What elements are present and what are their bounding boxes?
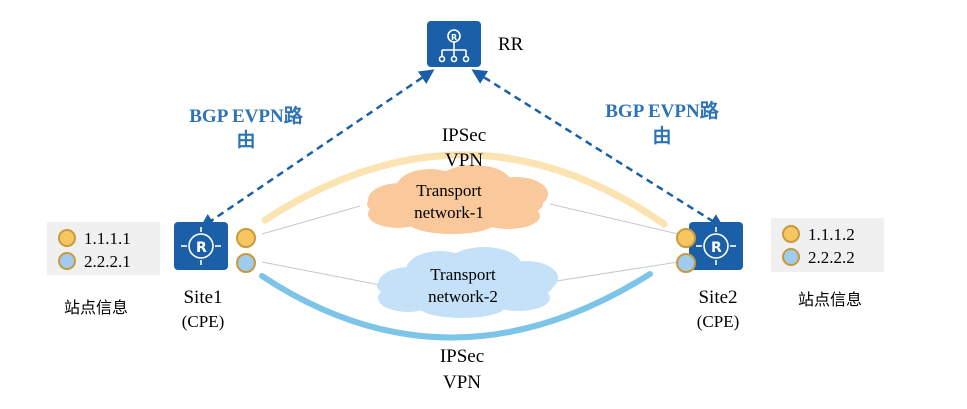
transport-network-2-label-line1: Transport [430, 265, 496, 284]
bgp-evpn-label-right-line1: BGP EVPN路 [605, 99, 719, 122]
site1-role: (CPE) [182, 312, 225, 331]
site1-port-orange[interactable] [236, 228, 256, 248]
site1-port-blue[interactable] [236, 253, 256, 273]
transport-network-2-label-line2: network-2 [428, 287, 498, 306]
site2-orange-address-dot [782, 225, 800, 243]
site2-name: Site2 [698, 287, 737, 308]
site1-name: Site1 [183, 287, 222, 308]
rr-symbol [438, 29, 470, 63]
ipsec-bottom-label-line1: IPSec [440, 346, 484, 367]
site1-address-2: 2.2.2.1 [84, 252, 131, 271]
site2-port-blue[interactable] [676, 253, 696, 273]
site1-info-box: 1.1.1.1 2.2.2.1 [47, 222, 160, 275]
ipsec-top-label-line2: VPN [445, 150, 483, 171]
router-symbol-letter: R [196, 240, 207, 256]
bgp-evpn-label-left-line1: BGP EVPN路 [189, 104, 303, 127]
rr-router[interactable]: R [427, 21, 481, 67]
site2-address-1: 1.1.1.2 [808, 225, 855, 244]
router-symbol [696, 227, 736, 265]
site2-address-2: 2.2.2.2 [808, 248, 855, 267]
transport-network-1-label-line1: Transport [416, 181, 482, 200]
rr-symbol-letter: R [451, 33, 457, 42]
site2-port-orange[interactable] [676, 228, 696, 248]
site1-info-title: 站点信息 [64, 298, 128, 317]
rr-label: RR [498, 34, 524, 55]
bgp-evpn-link-left [199, 69, 435, 229]
bgp-evpn-link-right [471, 69, 725, 229]
bgp-evpn-label-right-line2: 由 [652, 124, 671, 147]
router-symbol [181, 227, 221, 265]
transport-network-2-cloud [377, 247, 558, 318]
site2-blue-address-dot [782, 248, 800, 266]
router-icon [689, 222, 743, 270]
site2-info-title: 站点信息 [798, 290, 862, 309]
site1-orange-address-dot [58, 229, 76, 247]
transport-network-1-label-line2: network-1 [414, 203, 484, 222]
site1-address-1: 1.1.1.1 [84, 229, 131, 248]
router-icon [174, 222, 228, 270]
site2-role: (CPE) [697, 312, 740, 331]
router-symbol-letter: R [711, 240, 722, 256]
ipsec-tunnel-bottom [259, 271, 653, 341]
site2-info-box: 1.1.1.2 2.2.2.2 [771, 218, 884, 272]
site1-router[interactable]: R [174, 222, 228, 270]
ipsec-top-label-line1: IPSec [442, 125, 486, 146]
ipsec-bottom-label-line2: VPN [443, 372, 481, 393]
site1-blue-address-dot [58, 252, 76, 270]
site2-router[interactable]: R [689, 222, 743, 270]
bgp-evpn-label-left-line2: 由 [236, 128, 255, 151]
